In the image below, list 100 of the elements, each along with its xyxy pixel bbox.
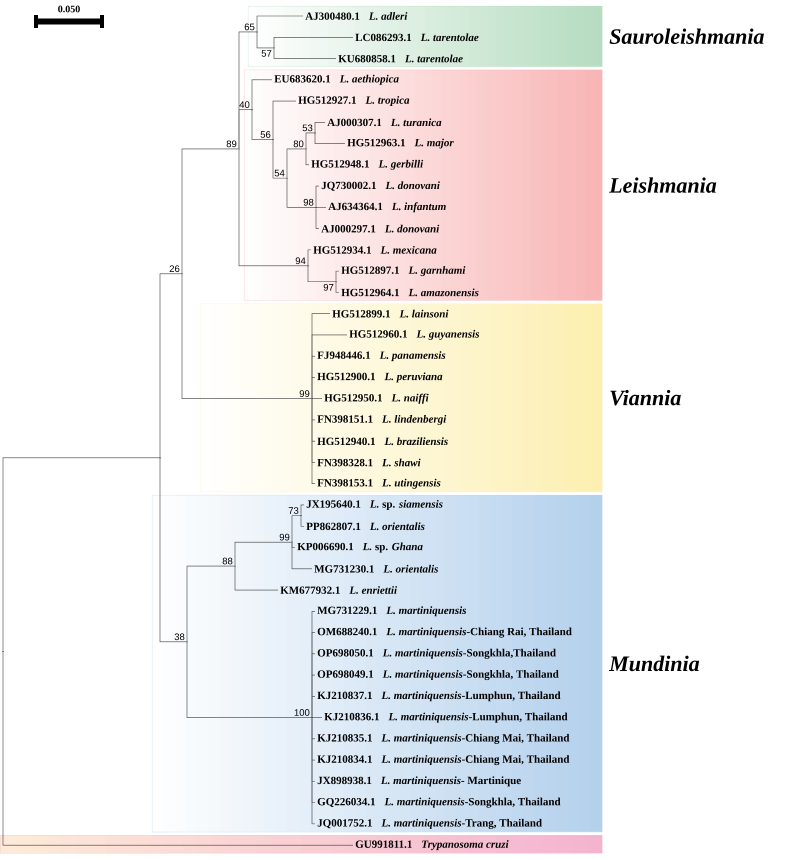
tree-branch [300,504,304,516]
tree-branch [252,80,272,110]
tree-branch [336,270,340,282]
taxon-label: AJ300480.1 L. adleri [305,12,408,20]
bootstrap-value: 26 [170,265,180,272]
taxon-label: GQ226034.1 L. martiniquensis-Songkhla, Thailand [318,798,560,808]
tree-branch [312,398,322,399]
tree-branch [312,696,316,718]
tree-branch [182,148,238,274]
taxon-label: HG512948.1 L. gerbilli [311,160,424,170]
bootstrap-value: 99 [300,390,310,397]
taxon-label: GU991811.1 Trypanosoma cruzi [356,840,509,850]
bootstrap-value: 97 [324,284,334,291]
tree-branch [314,122,326,132]
bootstrap-value: 38 [174,633,184,640]
tree-branch [308,250,312,266]
tree-branch [252,110,272,140]
taxon-label: AJ634364.1 L. infantum [328,202,446,212]
tree-branch [292,542,312,570]
tree-branch [292,515,300,542]
outgroup-band [0,835,602,854]
taxon-label: OP698049.1 L. martiniquensis-Songkhla, Thailand [318,670,559,680]
taxon-label: OP698050.1 L. martiniquensis-Songkhla,Thailand [318,648,556,659]
clade-name: Sauroleishmania [610,28,764,44]
bootstrap-value: 53 [302,124,312,132]
taxon-label: EU683620.1 L. aethiopica [274,74,399,85]
tree-branch [238,109,252,148]
tree-branch [314,133,346,144]
tree-branch [186,642,312,718]
taxon-label: KJ210835.1 L. martiniquensis-Chiang Mai, Thailand [317,734,570,744]
tree-branch [336,282,340,293]
clade-name: Leishmania [609,177,716,193]
tree-branch [234,542,292,566]
bootstrap-value: 99 [280,534,290,540]
tree-branch [286,148,306,178]
tree-branch [312,377,316,398]
bootstrap-value: 65 [244,24,254,30]
tree-branch [2,458,160,651]
bootstrap-value: 40 [239,101,250,108]
taxon-label: HG512899.1 L. lainsoni [332,310,448,318]
tree-branch [312,399,316,484]
tree-branch [2,652,354,846]
tree-branch [306,132,314,148]
tree-branch [312,717,322,718]
taxon-label: HG512927.1 L. tropica [298,96,410,106]
bootstrap-value: 89 [226,140,236,148]
tree-branch [186,566,234,642]
tree-branch [316,186,320,207]
bootstrap-value: 73 [288,507,298,514]
bootstrap-value: 54 [274,170,285,176]
taxon-label: HG512950.1 L. naiffi [324,394,429,404]
taxon-label: FN398328.1 L. shawi [317,458,421,466]
tree-branch [256,32,274,48]
taxon-label: FN398151.1 L. lindenbergi [317,414,446,425]
tree-branch [234,566,278,590]
bootstrap-value: 57 [262,50,272,57]
bootstrap-value: 88 [222,558,232,564]
taxon-label: JQ001752.1 L. martiniquensis-Trang, Thailand [318,818,542,829]
tree-branch [274,48,336,59]
tree-branch [238,149,308,266]
bootstrap-value: 80 [294,140,304,148]
taxon-label: HG512934.1 L. mexicana [313,246,436,254]
tree-branch [316,208,320,229]
tree-branch [160,273,182,458]
tree-branch [182,274,312,399]
taxon-label: HG512940.1 L. braziliensis [317,437,448,446]
taxon-label: KJ210834.1 L. martiniquensis-Chiang Mai, Thailand [317,755,570,766]
bootstrap-value: 98 [304,198,314,206]
bootstrap-value: 100 [294,709,310,716]
taxon-label: MG731230.1 L. orientalis [314,564,438,573]
taxon-label: PP862807.1 L. orientalis [306,522,425,530]
taxon-label: KJ210837.1 L. martiniquensis-Lumphun, Thailand [317,691,560,702]
taxon-label: KP006690.1 L. sp. Ghana [297,542,423,552]
tree-branch [286,178,316,208]
taxon-label: AJ000297.1 L. donovani [321,224,440,232]
taxon-label: JX898938.1 L. martiniquensis- Martinique [318,776,521,786]
tree-branch [306,149,310,166]
tree-branch [274,36,354,48]
taxon-label: LC086293.1 L. tarentolae [355,33,479,42]
taxon-label: HG512897.1 L. garnhami [341,266,466,276]
tree-branch [308,266,336,282]
taxon-label: MG731229.1 L. martiniquensis [317,606,466,616]
taxon-label: FN398153.1 L. utingensis [317,478,440,489]
clade-name: Viannia [610,390,681,406]
tree-branch [272,140,286,178]
tree-branch [256,16,304,32]
bootstrap-value: 94 [296,257,306,264]
taxon-label: HG512964.1 L. amazonensis [341,288,478,296]
taxon-label: FJ948446.1 L. panamensis [317,351,446,362]
tree-branch [272,100,296,140]
taxon-label: KM677932.1 L. enriettii [280,586,397,594]
taxon-label: AJ000307.1 L. turanica [327,118,442,126]
taxon-label: HG512963.1 L. major [347,138,454,149]
bootstrap-value: 56 [260,131,270,138]
taxon-label: HG512900.1 L. peruviana [317,372,442,382]
taxon-label: JQ730002.1 L. donovani [322,181,440,191]
tree-branch [160,458,186,642]
clade-name: Mundinia [608,656,700,672]
tree-branch [312,718,316,824]
taxon-label: KU680858.1 L. tarentolae [338,54,463,62]
